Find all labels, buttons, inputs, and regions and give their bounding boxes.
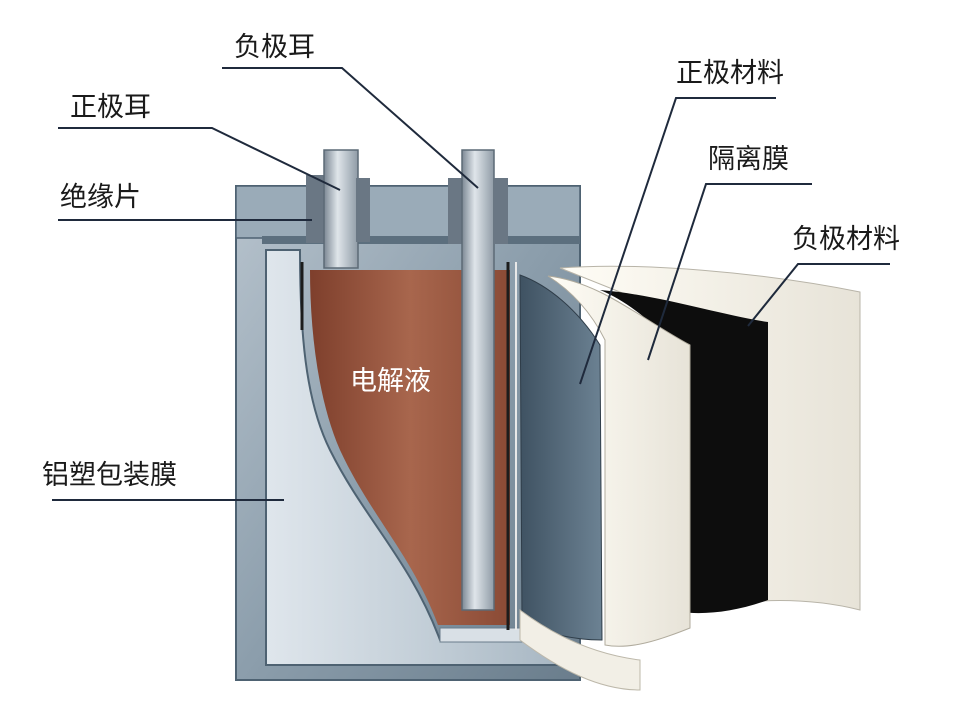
electrolyte-region (310, 270, 510, 625)
label-separator: 隔离膜 (708, 144, 789, 175)
leader-positive-tab (58, 127, 341, 191)
label-negative-material: 负极材料 (792, 224, 900, 255)
positive-material-sheet (519, 274, 603, 641)
separator-curl (519, 609, 641, 691)
label-negative-tab: 负极耳 (234, 32, 315, 63)
positive-tab (306, 149, 370, 269)
separator-sheet (547, 275, 691, 647)
label-positive-material: 正极材料 (676, 58, 784, 89)
label-electrolyte: 电解液 (350, 366, 431, 397)
leader-negative-material (747, 263, 890, 327)
leader-lines (52, 67, 890, 501)
label-positive-tab: 正极耳 (70, 92, 151, 123)
label-insulation-sheet: 绝缘片 (60, 182, 141, 213)
label-aluminum-plastic-film: 铝塑包装膜 (42, 460, 177, 491)
electrode-layers (519, 265, 861, 691)
leader-separator (647, 183, 812, 361)
negative-tab (448, 149, 508, 611)
leader-negative-tab (222, 67, 479, 189)
leader-positive-material (579, 97, 776, 385)
